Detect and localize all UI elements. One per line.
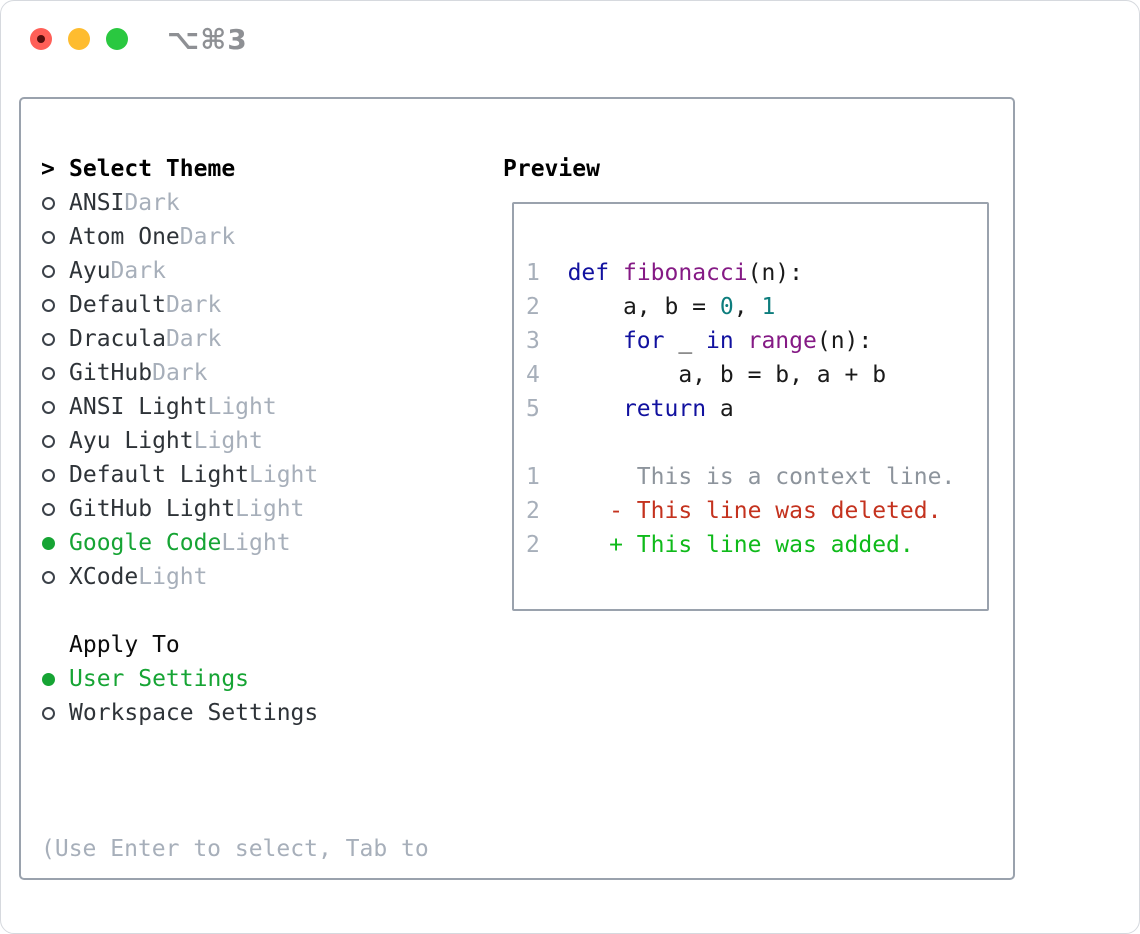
code-line: 3 for _ in range(n): [526,328,873,354]
radio-icon [42,502,55,516]
code-line: 2 a, b = 0, 1 [526,294,776,320]
diff-preview: 1 This is a context line. 2 - This line … [526,460,987,562]
line-number: 2 [526,532,540,558]
apply-option-workspace-settings[interactable]: Workspace Settings [41,696,429,730]
diff-deleted-line: 2 - This line was deleted. [526,498,942,524]
radio-icon [42,366,55,380]
diff-added-line: 2 + This line was added. [526,532,914,558]
line-number: 1 [526,464,540,490]
apply-to-header: Apply To [41,628,429,662]
minimize-button[interactable] [68,28,90,50]
line-number: 5 [526,396,540,422]
diff-context-line: 1 This is a context line. [526,464,956,490]
radio-icon [42,332,55,346]
prompt-icon: > [41,156,55,182]
line-number: 3 [526,328,540,354]
radio-icon [42,672,55,686]
code-preview: 1 def fibonacci(n): 2 a, b = 0, 1 3 for … [526,256,987,426]
preview-box: 1 def fibonacci(n): 2 a, b = 0, 1 3 for … [512,202,989,611]
radio-icon [42,706,55,720]
window-title: ⌥⌘3 [167,23,248,56]
theme-list-title: Select Theme [69,156,236,182]
code-line: 1 def fibonacci(n): [526,260,803,286]
radio-icon [42,468,55,482]
apply-to-label: Apply To [69,632,180,658]
code-line: 5 return a [526,396,734,422]
radio-icon [42,196,55,210]
radio-icon [42,536,55,550]
line-number: 4 [526,362,540,388]
radio-icon [42,264,55,278]
radio-icon [42,230,55,244]
preview-title: Preview [503,156,600,182]
spacer [41,594,429,628]
line-number: 2 [526,498,540,524]
radio-icon [42,434,55,448]
apply-option-user-settings[interactable]: User Settings [41,662,429,696]
maximize-button[interactable] [106,28,128,50]
radio-icon [42,570,55,584]
code-line: 4 a, b = b, a + b [526,362,887,388]
title-bar: ⌥⌘3 [1,1,1139,77]
close-button[interactable] [30,28,52,50]
radio-icon [42,298,55,312]
help-text: (Use Enter to select, Tab to change focu… [41,836,429,862]
line-number: 2 [526,294,540,320]
theme-list-header: > Select Theme [41,152,429,186]
radio-icon [42,400,55,414]
line-number: 1 [526,260,540,286]
